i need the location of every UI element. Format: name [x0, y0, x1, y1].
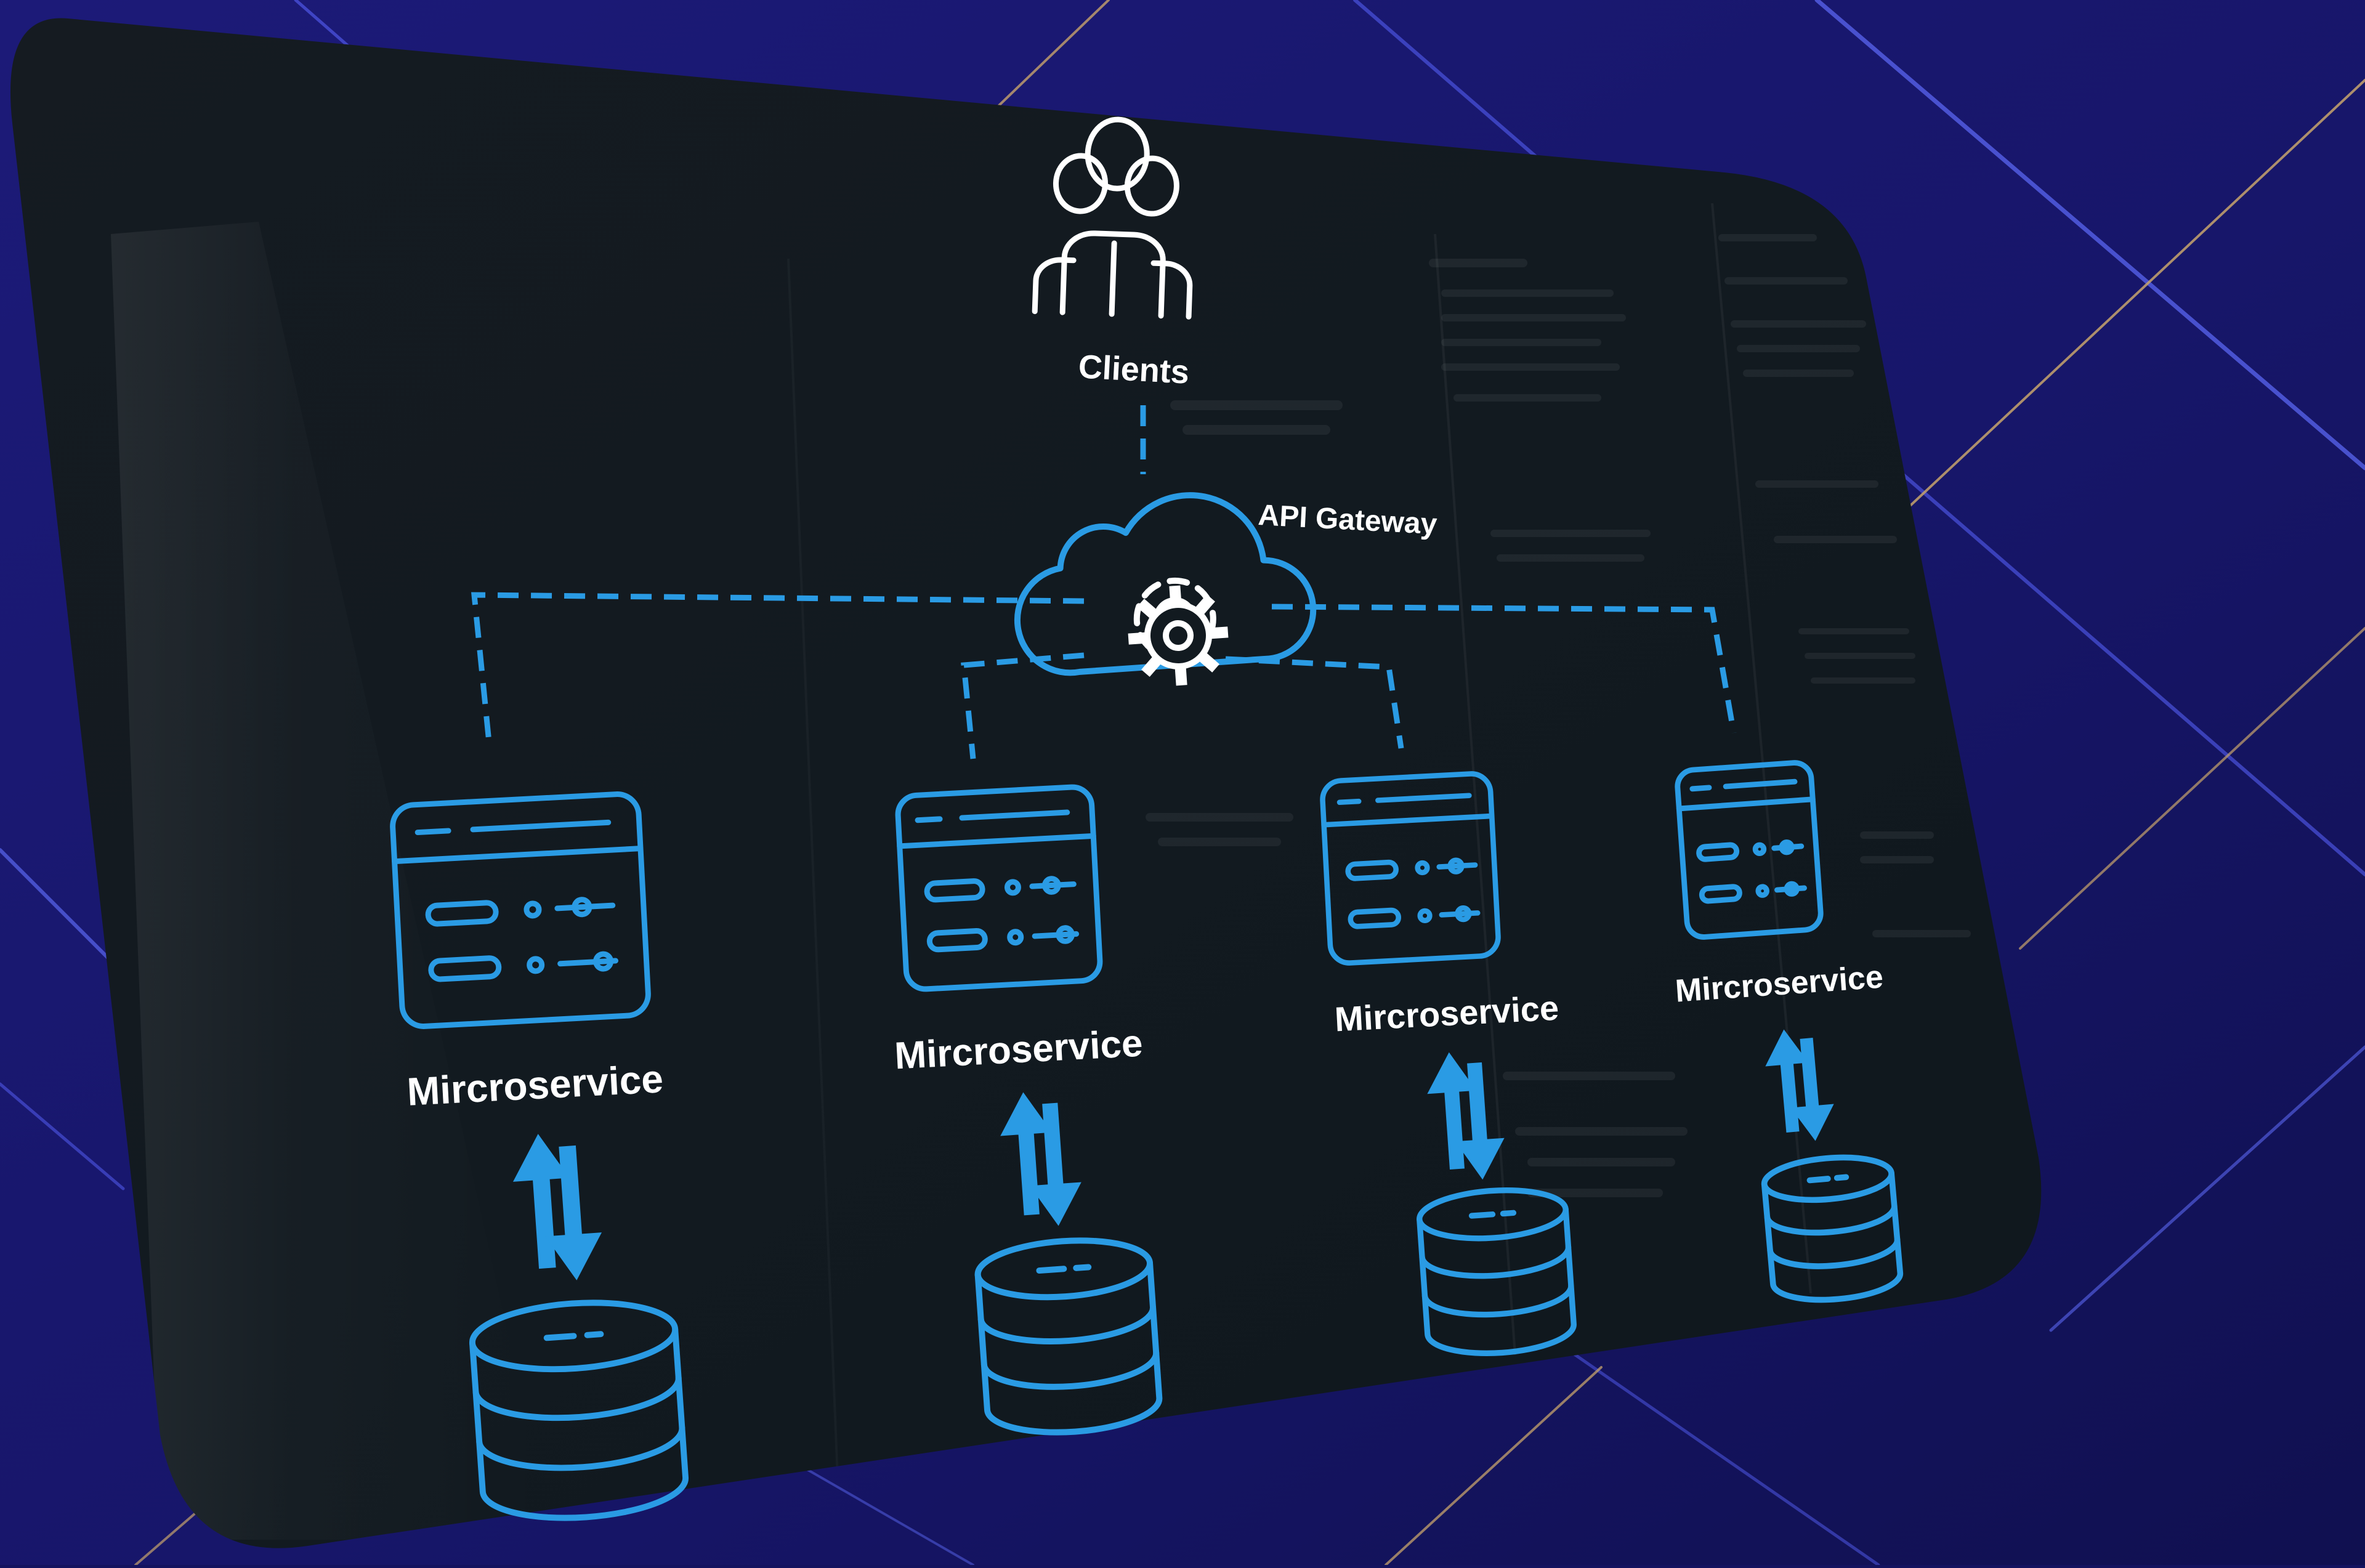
microservice-1: Mircroservice: [390, 791, 689, 1521]
connector-lines: [471, 405, 1737, 759]
diagram-card: [10, 18, 2042, 1548]
database-icon: [469, 1299, 689, 1521]
database-icon: [1761, 1154, 1904, 1303]
clients-label: Clients: [1077, 348, 1190, 390]
database-icon: [974, 1237, 1163, 1436]
bidirectional-arrows-icon: [1427, 1052, 1505, 1180]
gear-hub: [1163, 620, 1194, 651]
gear-ring: [1144, 602, 1212, 669]
connector-service-1: [471, 592, 1085, 749]
microservices: Mircroservice: [390, 760, 1904, 1521]
connector-service-3: [1225, 656, 1404, 749]
connector-service-2: [961, 652, 1085, 759]
server-panel-icon: [895, 784, 1103, 992]
gear-icon: [1128, 585, 1229, 686]
server-panel-icon: [1320, 771, 1501, 966]
server-panel-icon: [1675, 760, 1824, 940]
card-background-decor: [111, 203, 1971, 1540]
users-group-icon: [1032, 116, 1193, 320]
database-icon: [1417, 1187, 1577, 1356]
gear-tooth: [1202, 626, 1229, 640]
bidirectional-arrows-icon: [1765, 1029, 1834, 1141]
bidirectional-arrows-icon: [1000, 1092, 1081, 1226]
bidirectional-arrows-icon: [512, 1134, 602, 1280]
server-panel-icon: [390, 791, 651, 1029]
connector-service-4: [1271, 604, 1737, 733]
microservice-4: Mircroservice: [1674, 760, 1904, 1303]
